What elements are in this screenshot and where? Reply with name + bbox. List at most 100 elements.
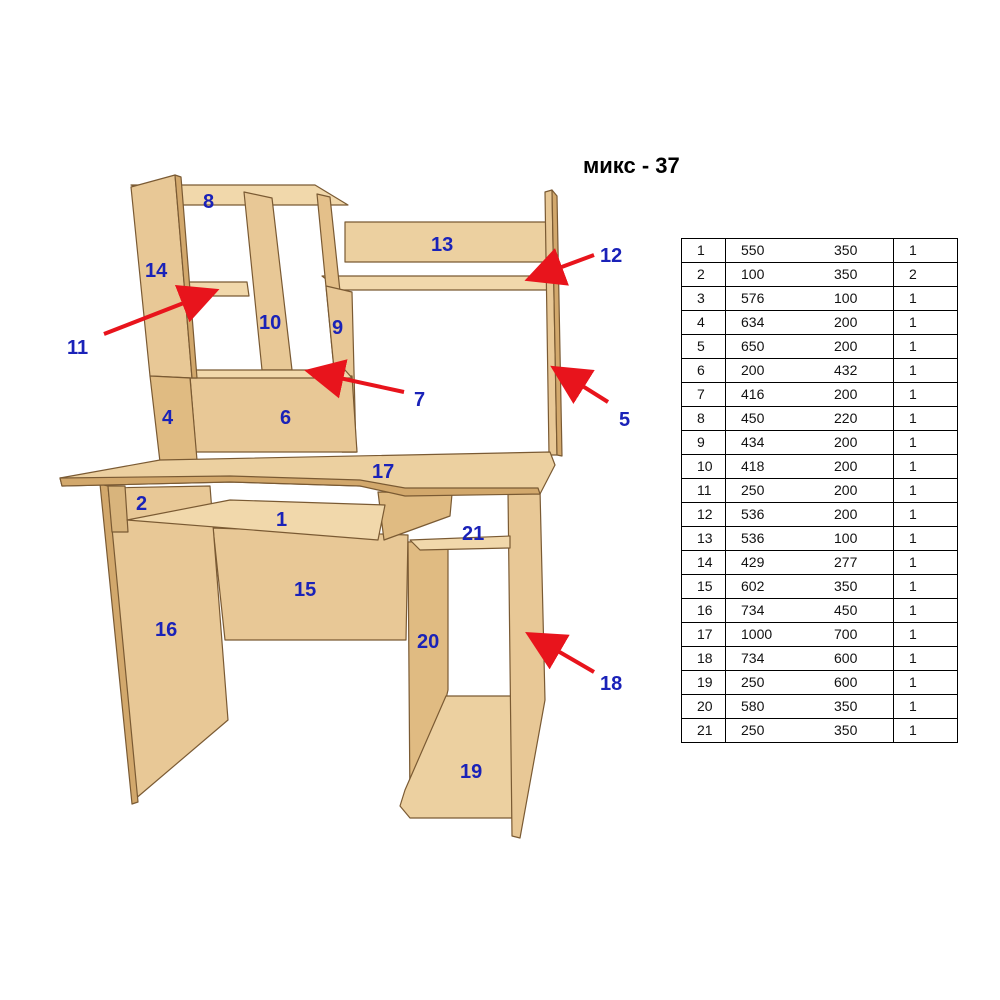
quantity-cell: 1 xyxy=(893,718,958,743)
label-13: 13 xyxy=(431,234,453,256)
width-cell: 100 xyxy=(819,526,894,551)
part-number-cell: 8 xyxy=(681,406,726,431)
panel-11 xyxy=(184,281,250,297)
label-4: 4 xyxy=(162,407,174,429)
part-number-cell: 11 xyxy=(681,478,726,503)
length-cell: 100 xyxy=(725,262,819,287)
width-cell: 277 xyxy=(819,550,894,575)
callout-5: 5 xyxy=(619,409,630,431)
label-9: 9 xyxy=(332,317,343,339)
callout-labels: 11 12 7 5 18 xyxy=(67,245,630,695)
quantity-cell: 1 xyxy=(893,646,958,671)
part-number-cell: 12 xyxy=(681,502,726,527)
label-10: 10 xyxy=(259,312,281,334)
width-cell: 350 xyxy=(819,718,894,743)
width-cell: 432 xyxy=(819,358,894,383)
label-15: 15 xyxy=(294,579,316,601)
quantity-cell: 1 xyxy=(893,502,958,527)
length-cell: 1000 xyxy=(725,622,819,647)
part-number-cell: 10 xyxy=(681,454,726,479)
part-number-cell: 13 xyxy=(681,526,726,551)
part-number-cell: 16 xyxy=(681,598,726,623)
length-cell: 416 xyxy=(725,382,819,407)
part-number-cell: 14 xyxy=(681,550,726,575)
width-cell: 350 xyxy=(819,238,894,263)
quantity-cell: 1 xyxy=(893,454,958,479)
label-2: 2 xyxy=(136,493,147,515)
arrow-5 xyxy=(550,365,610,404)
quantity-cell: 1 xyxy=(893,286,958,311)
quantity-cell: 1 xyxy=(893,310,958,335)
width-cell: 350 xyxy=(819,262,894,287)
length-cell: 536 xyxy=(725,526,819,551)
panel-1 xyxy=(126,499,386,541)
quantity-cell: 1 xyxy=(893,478,958,503)
width-cell: 600 xyxy=(819,670,894,695)
arrow-7 xyxy=(304,359,405,399)
length-cell: 734 xyxy=(725,598,819,623)
quantity-cell: 1 xyxy=(893,526,958,551)
quantity-cell: 1 xyxy=(893,334,958,359)
quantity-cell: 1 xyxy=(893,670,958,695)
length-cell: 580 xyxy=(725,694,819,719)
width-cell: 200 xyxy=(819,382,894,407)
arrow-12 xyxy=(524,248,595,286)
length-cell: 550 xyxy=(725,238,819,263)
part-number-cell: 15 xyxy=(681,574,726,599)
width-cell: 350 xyxy=(819,574,894,599)
label-14: 14 xyxy=(145,260,168,282)
length-cell: 250 xyxy=(725,670,819,695)
quantity-cell: 2 xyxy=(893,262,958,287)
width-cell: 200 xyxy=(819,310,894,335)
label-20: 20 xyxy=(417,631,439,653)
callout-18: 18 xyxy=(600,673,622,695)
width-cell: 200 xyxy=(819,430,894,455)
quantity-cell: 1 xyxy=(893,406,958,431)
panel-box xyxy=(377,491,453,541)
part-labels: 1 2 4 6 8 9 10 13 14 15 16 17 19 20 21 xyxy=(136,191,484,783)
length-cell: 650 xyxy=(725,334,819,359)
length-cell: 250 xyxy=(725,478,819,503)
label-19: 19 xyxy=(460,761,482,783)
part-number-cell: 9 xyxy=(681,430,726,455)
length-cell: 250 xyxy=(725,718,819,743)
quantity-cell: 1 xyxy=(893,622,958,647)
width-cell: 200 xyxy=(819,454,894,479)
width-cell: 220 xyxy=(819,406,894,431)
quantity-cell: 1 xyxy=(893,382,958,407)
length-cell: 429 xyxy=(725,550,819,575)
part-number-cell: 19 xyxy=(681,670,726,695)
panel-10 xyxy=(243,191,293,371)
panel-18 xyxy=(507,489,546,839)
width-cell: 100 xyxy=(819,286,894,311)
quantity-cell: 1 xyxy=(893,598,958,623)
quantity-cell: 1 xyxy=(893,550,958,575)
panel-17-edge xyxy=(59,475,541,497)
quantity-cell: 1 xyxy=(893,430,958,455)
quantity-cell: 1 xyxy=(893,358,958,383)
width-cell: 700 xyxy=(819,622,894,647)
length-cell: 450 xyxy=(725,406,819,431)
part-number-cell: 4 xyxy=(681,310,726,335)
width-cell: 350 xyxy=(819,694,894,719)
part-number-cell: 2 xyxy=(681,262,726,287)
arrow-18 xyxy=(525,631,596,674)
length-cell: 418 xyxy=(725,454,819,479)
